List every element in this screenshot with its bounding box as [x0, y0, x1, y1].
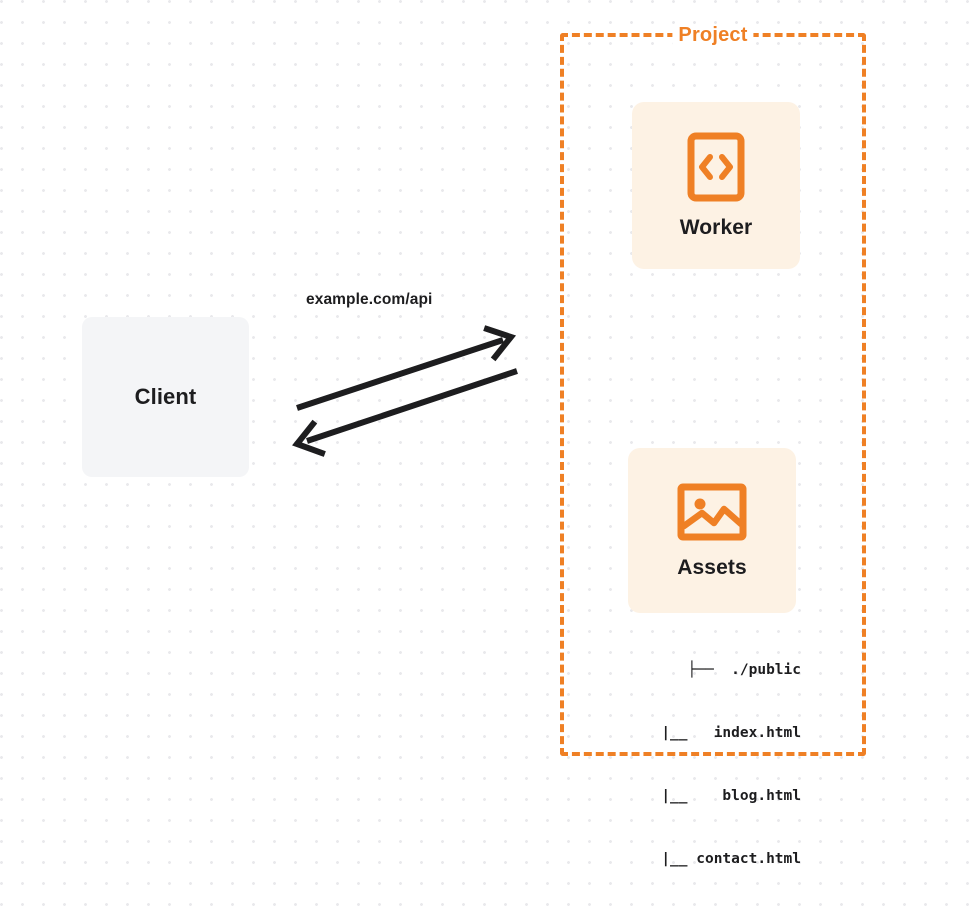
- code-brackets-icon: [687, 132, 745, 201]
- file-tree-row: ├── ./public: [687, 662, 802, 678]
- file-tree-row: |__ contact.html: [661, 851, 801, 867]
- assets-file-tree: ├── ./public |__ index.html |__ blog.htm…: [605, 618, 801, 912]
- image-icon: [677, 483, 747, 540]
- project-container: Project: [560, 24, 866, 756]
- edge-label-example-api: example.com/api: [306, 291, 433, 308]
- diagram-canvas: Client example.com/api Project Worker: [82, 24, 866, 867]
- assets-card-label: Assets: [677, 555, 747, 579]
- client-node[interactable]: Client: [82, 317, 249, 477]
- worker-card[interactable]: Worker: [632, 102, 800, 269]
- arrow-response-to-client: [292, 368, 518, 457]
- arrow-request-to-project: [296, 325, 517, 411]
- project-container-title: Project: [672, 24, 754, 47]
- file-tree-row: |__ index.html: [661, 725, 801, 741]
- file-tree-row: |__ blog.html: [661, 788, 801, 804]
- client-node-label: Client: [134, 384, 197, 409]
- assets-card[interactable]: Assets: [628, 448, 796, 613]
- worker-card-label: Worker: [679, 215, 753, 239]
